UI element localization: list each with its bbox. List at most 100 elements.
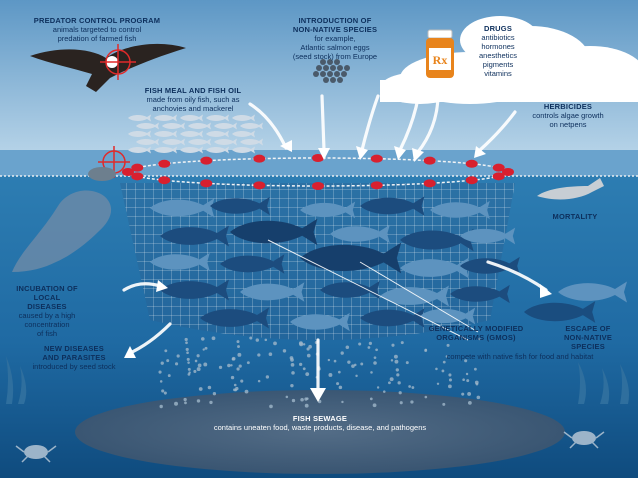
sewage-dot (369, 397, 373, 401)
egg-icon (327, 71, 333, 77)
egg-icon (323, 77, 329, 83)
clouds (380, 16, 638, 104)
sewage-dot (441, 369, 445, 373)
buoy-icon (200, 179, 213, 188)
sewage-dot (442, 360, 446, 364)
diseases-label: NEW DISEASES AND PARASITES introduced by… (12, 344, 136, 371)
sewage-dot (207, 385, 212, 390)
sewage-dot (461, 392, 465, 396)
egg-icon (341, 71, 347, 77)
sewage-dot (290, 383, 294, 388)
escape-title-3: SPECIES (571, 342, 605, 351)
predator-line-2: predation of farmed fish (57, 34, 137, 43)
sewage-dot (474, 367, 477, 371)
incubation-line-2: concentration (24, 320, 70, 329)
sewage-dot (383, 390, 386, 393)
sewage-dot (424, 349, 428, 352)
herbicides-title: HERBICIDES (543, 102, 593, 111)
buoy-icon (423, 156, 436, 165)
non-native-line-3: (seed stock) from Europe (292, 52, 378, 61)
sewage-dot (163, 391, 167, 395)
sewage-dot (370, 371, 373, 374)
mortality-title: MORTALITY (552, 212, 598, 221)
sewage-dot (196, 354, 200, 358)
sewage-dot (255, 338, 259, 342)
buoy-icon (502, 168, 514, 176)
sewage-dot (238, 364, 242, 368)
sewage-dot (347, 360, 351, 364)
sewage-dot (209, 400, 213, 405)
sewage-dot (372, 403, 377, 408)
sewage-dot (197, 363, 202, 368)
egg-icon (316, 65, 322, 71)
egg-icon (344, 65, 350, 71)
sewage-dot (188, 371, 191, 374)
fish-eggs-icon (313, 59, 350, 83)
sewage-dot (411, 386, 415, 389)
buoy-icon (158, 176, 171, 185)
sewage-dot (467, 391, 472, 396)
gmo-title-1: GENETICALLY MODIFIED (428, 324, 524, 333)
diseases-title-2: AND PARASITES (42, 353, 106, 362)
drugs-line-3: anesthetics (479, 51, 517, 60)
sewage-dot (236, 340, 240, 344)
sewage-dot (446, 343, 450, 347)
sewage-dot (327, 358, 331, 362)
sewage-dot (268, 352, 273, 357)
sewage-dot (393, 354, 398, 359)
sewage-dot (164, 349, 168, 353)
incubation-title-3: DISEASES (27, 302, 67, 311)
arrowheads (124, 140, 552, 402)
sewage-dot (161, 389, 165, 393)
non-native-line-2: Atlantic salmon eggs (300, 43, 370, 52)
crosshair-icon (100, 44, 136, 80)
sewage-dot (265, 375, 270, 379)
sewage-dot (465, 372, 469, 376)
sewage-dot (375, 348, 378, 352)
sewage-dot (390, 359, 394, 362)
buoy-icon (370, 181, 383, 190)
sewage-dot (464, 359, 468, 363)
sewage-dot (269, 404, 273, 409)
sewage-dot (345, 345, 350, 349)
egg-icon (337, 65, 343, 71)
drugs-line-4: pigments (482, 60, 514, 69)
sewage-dot (355, 374, 358, 378)
sewage-label: FISH SEWAGE contains uneaten food, waste… (170, 414, 470, 432)
herbicides-line-2: on netpens (549, 120, 587, 129)
escape-label: ESCAPE OF NON-NATIVE SPECIES (548, 324, 628, 351)
sewage-dot (398, 391, 402, 395)
sewage-dot (442, 402, 446, 406)
buoy-icon (465, 159, 478, 168)
sewage-dot (300, 397, 304, 402)
egg-icon (327, 59, 333, 65)
fish-meal-label: FISH MEAL AND FISH OIL made from oily fi… (118, 86, 268, 113)
incubation-line-3: of fish (36, 329, 57, 338)
sewage-dot (298, 341, 303, 346)
sewage-dot (257, 353, 261, 357)
sewage-dot (235, 386, 239, 391)
non-native-line-1: for example, (314, 34, 356, 43)
herbicides-label: HERBICIDES controls algae growth on netp… (510, 102, 626, 129)
incubation-label: INCUBATION OF LOCAL DISEASES caused by a… (2, 284, 92, 338)
sewage-dot (158, 370, 162, 374)
incubation-line-1: caused by a high (18, 311, 76, 320)
sewage-dot (302, 343, 306, 346)
sewage-dot (389, 377, 394, 382)
egg-icon (313, 71, 319, 77)
sewage-dot (328, 373, 333, 377)
buoy-icon (131, 172, 144, 181)
sewage-dot (462, 378, 465, 382)
buoy-icon (200, 156, 213, 165)
sewage-dot (244, 389, 249, 394)
sewage-dot (183, 397, 187, 402)
sewage-dot (338, 385, 343, 390)
sewage-dot (367, 346, 371, 349)
sewage-dot (306, 347, 310, 351)
sewage-dot (291, 371, 295, 375)
incubation-title-2: LOCAL (33, 293, 61, 302)
buoy-icon (492, 163, 505, 172)
sewage-dot (174, 362, 179, 366)
